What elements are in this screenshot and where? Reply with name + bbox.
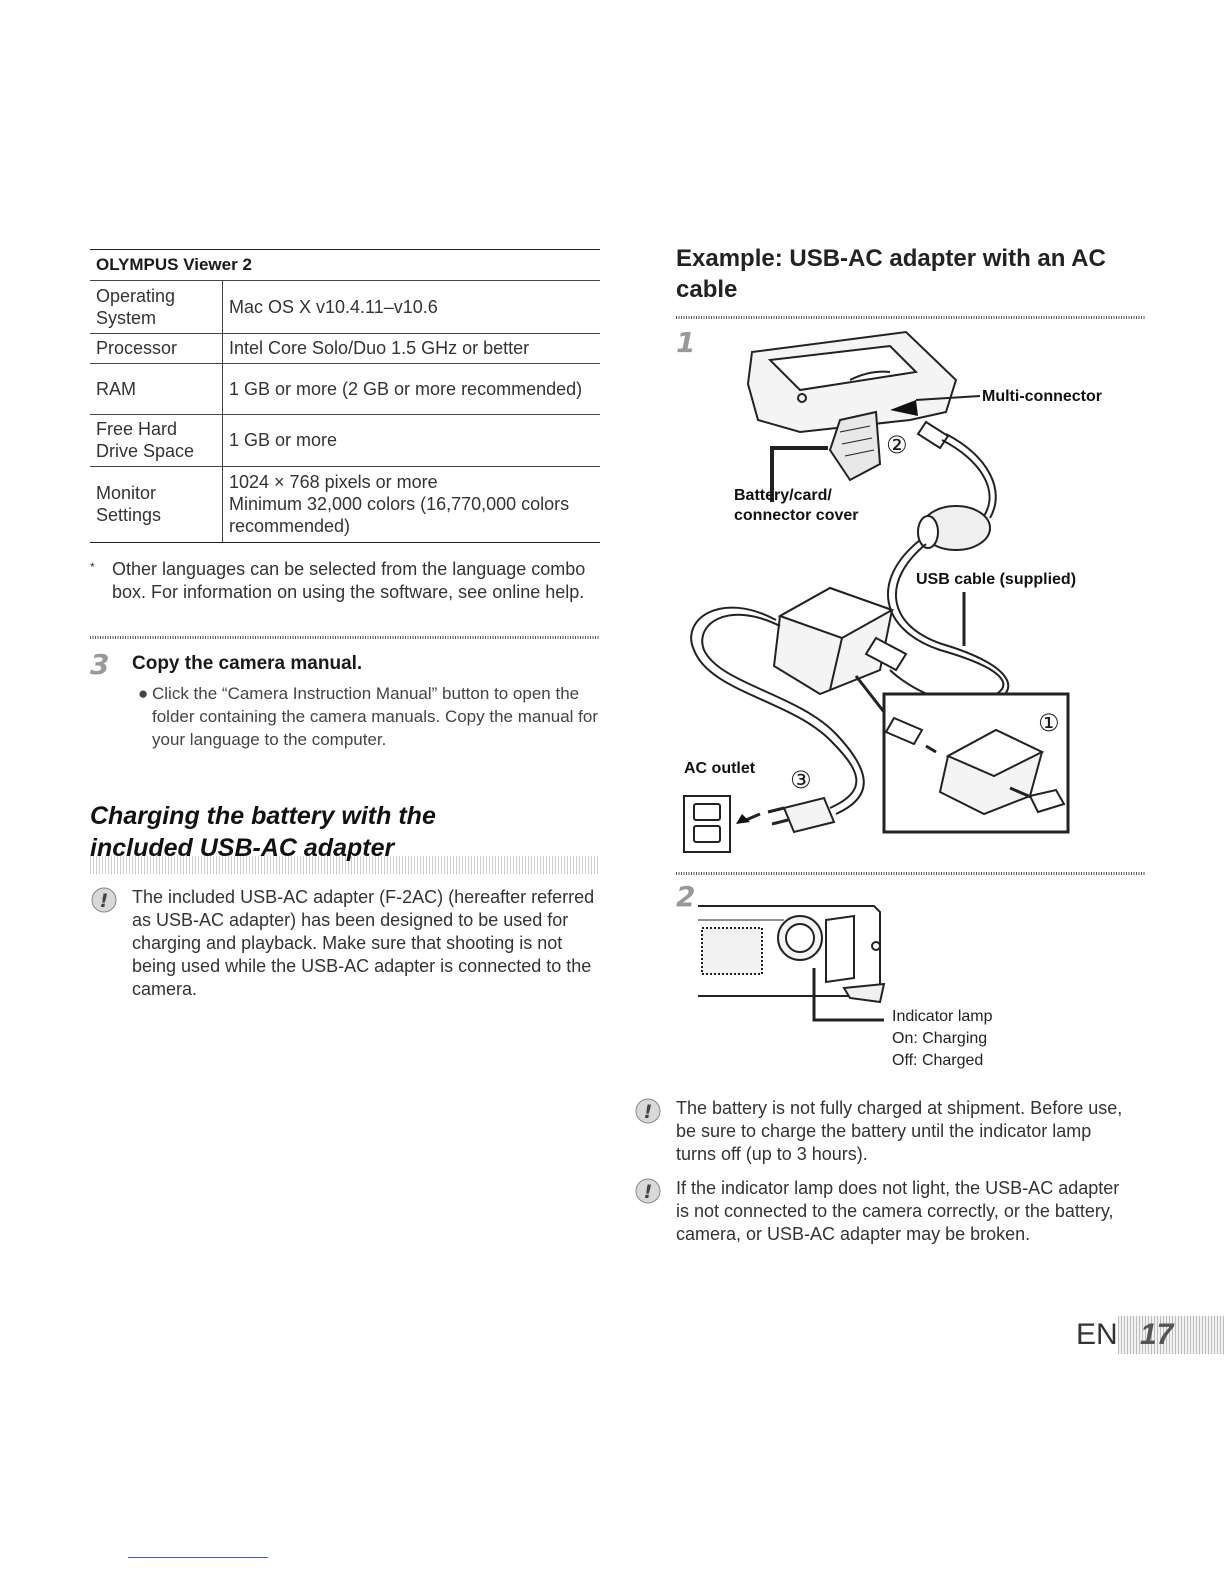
callout-3: ③ — [790, 767, 812, 794]
row-value: 1 GB or more (2 GB or more recommended) — [222, 363, 600, 415]
footnote: * Other languages can be selected from t… — [90, 558, 600, 604]
table-row: Free Hard Drive Space 1 GB or more — [90, 414, 600, 467]
caution-icon: ! — [91, 887, 117, 913]
spec-table: OLYMPUS Viewer 2 Operating System Mac OS… — [90, 249, 600, 543]
bullet-text: Click the “Camera Instruction Manual” bu… — [152, 684, 599, 749]
spec-table-title: OLYMPUS Viewer 2 — [90, 249, 600, 281]
step-number: 2 — [676, 880, 696, 913]
step-heading: Copy the camera manual. — [132, 653, 363, 674]
section-title: Charging the battery with the included U… — [90, 800, 600, 864]
row-value: Mac OS X v10.4.11–v10.6 — [222, 281, 600, 334]
section-title-line1: Charging the battery with the — [90, 802, 436, 830]
indicator-lamp-label: Indicator lamp — [892, 1008, 993, 1025]
indicator-on-label: On: Charging — [892, 1030, 988, 1047]
page-number-tab — [1118, 1316, 1224, 1354]
footnote-text: Other languages can be selected from the… — [112, 559, 586, 602]
step-3: 3 Copy the camera manual. ● Click the “C… — [90, 648, 600, 749]
caution-note: ! The battery is not fully charged at sh… — [634, 1097, 1134, 1166]
camera-indicator-diagram — [698, 905, 886, 1022]
row-key: Operating System — [90, 281, 223, 334]
bullet-icon: ● — [138, 684, 149, 703]
svg-text:!: ! — [644, 1181, 653, 1203]
page-number: 17 — [1140, 1318, 1174, 1351]
language-label: EN — [1076, 1318, 1118, 1351]
row-value: 1 GB or more — [222, 414, 600, 467]
label-battery-cover: Battery/card/ connector cover — [734, 486, 858, 526]
row-key: Free Hard Drive Space — [90, 414, 223, 467]
section-band — [90, 856, 600, 874]
spec-table-body: Operating System Mac OS X v10.4.11–v10.6… — [90, 281, 600, 543]
caution-text: If the indicator lamp does not light, th… — [676, 1178, 1120, 1244]
caution-icon: ! — [635, 1098, 661, 1124]
row-value: 1024 × 768 pixels or more Minimum 32,000… — [222, 466, 600, 543]
divider — [90, 636, 600, 639]
table-row: Operating System Mac OS X v10.4.11–v10.6 — [90, 281, 600, 334]
label-ac-outlet: AC outlet — [684, 760, 756, 777]
row-value: Intel Core Solo/Duo 1.5 GHz or better — [222, 333, 600, 364]
caution-note: ! If the indicator lamp does not light, … — [634, 1177, 1134, 1246]
caution-text: The included USB-AC adapter (F-2AC) (her… — [132, 887, 595, 999]
row-key: RAM — [90, 363, 223, 415]
row-key: Monitor Settings — [90, 466, 223, 543]
example-title: Example: USB-AC adapter with an AC cable — [676, 245, 1106, 303]
table-row: Processor Intel Core Solo/Duo 1.5 GHz or… — [90, 333, 600, 364]
caution-icon: ! — [635, 1178, 661, 1204]
step-number: 3 — [90, 648, 110, 681]
table-row: Monitor Settings 1024 × 768 pixels or mo… — [90, 466, 600, 543]
footer-line — [128, 1557, 268, 1558]
caution-note: ! The included USB-AC adapter (F-2AC) (h… — [90, 886, 600, 1001]
table-row: RAM 1 GB or more (2 GB or more recommend… — [90, 363, 600, 415]
label-usb-cable: USB cable (supplied) — [916, 571, 1077, 588]
label-multi-connector: Multi-connector — [982, 388, 1102, 405]
indicator-label-block: Indicator lamp On: Charging Off: Charged — [892, 1006, 993, 1072]
callout-1: ① — [1038, 710, 1060, 737]
caution-text: The battery is not fully charged at ship… — [676, 1098, 1123, 1164]
step-bullet: ● Click the “Camera Instruction Manual” … — [138, 682, 602, 751]
row-key: Processor — [90, 333, 223, 364]
svg-text:!: ! — [644, 1101, 653, 1123]
divider — [676, 872, 1146, 875]
label-battery-cover-line1: Battery/card/ — [734, 487, 832, 504]
usb-ac-connection-diagram — [683, 330, 1070, 853]
label-battery-cover-line2: connector cover — [734, 507, 859, 524]
step-number: 1 — [676, 326, 696, 359]
section-title-line2: included USB-AC adapter — [90, 834, 395, 862]
footnote-marker: * — [90, 560, 95, 574]
divider — [676, 316, 1146, 319]
indicator-off-label: Off: Charged — [892, 1052, 984, 1069]
callout-2: ② — [886, 432, 908, 459]
svg-text:!: ! — [100, 890, 109, 912]
